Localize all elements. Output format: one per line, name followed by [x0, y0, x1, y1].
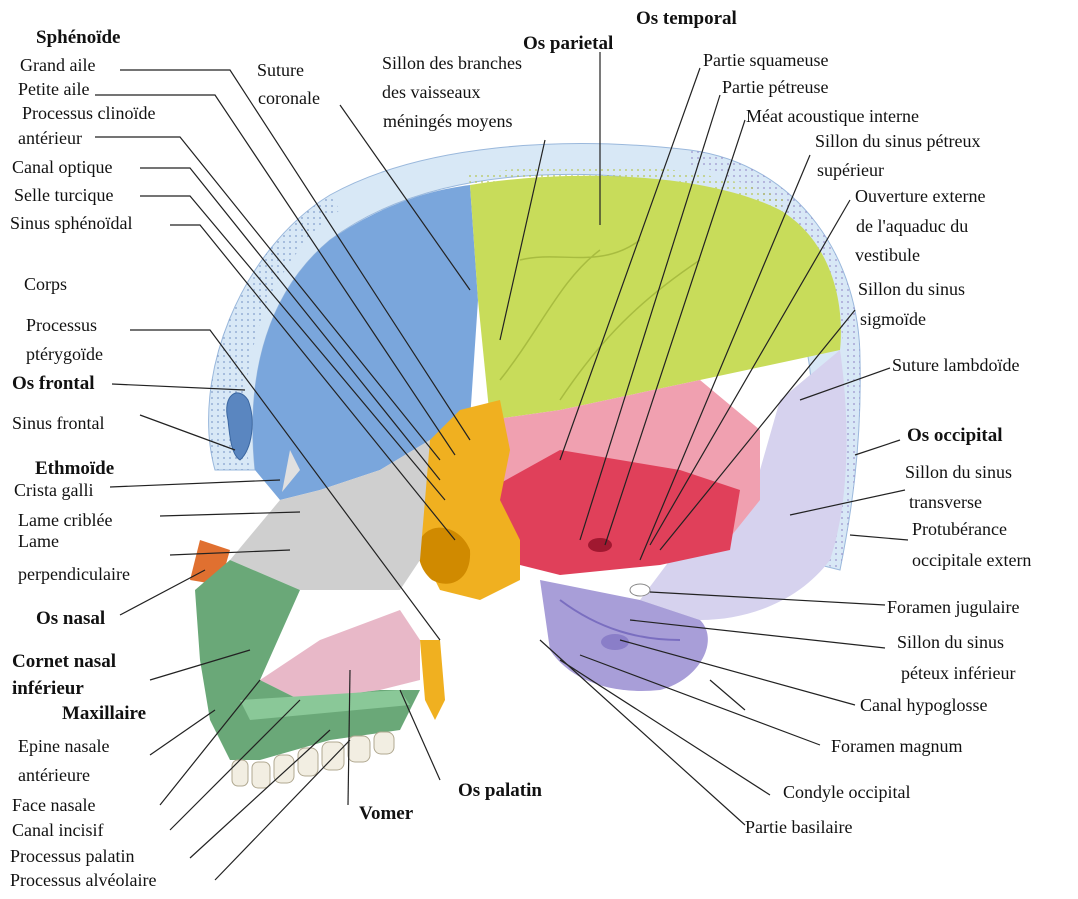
- label-epine-1: Epine nasale: [18, 736, 109, 757]
- label-grand-aile: Grand aile: [20, 55, 95, 76]
- label-sillon-petreux-sup-1: Sillon du sinus pétreux: [815, 131, 981, 152]
- label-sillon-petreux-inf-2: péteux inférieur: [901, 663, 1015, 684]
- label-sinus-sphenoidal: Sinus sphénoïdal: [10, 213, 133, 234]
- label-ethmoide: Ethmoïde: [35, 458, 114, 479]
- label-partie-petreuse: Partie pétreuse: [722, 77, 828, 98]
- label-os-nasal: Os nasal: [36, 608, 105, 629]
- label-sphenoide: Sphénoïde: [36, 27, 120, 48]
- sphenoid-pterygoid: [420, 640, 445, 720]
- label-sinus-frontal: Sinus frontal: [12, 413, 105, 434]
- label-lame-perp-1: Lame: [18, 531, 59, 552]
- label-epine-2: antérieure: [18, 765, 90, 786]
- label-sillon-transverse-2: transverse: [909, 492, 982, 513]
- label-meat-acoustique: Méat acoustique interne: [746, 106, 919, 127]
- label-ouverture-2: de l'aquaduc du: [856, 216, 968, 237]
- label-processus-alveolaire: Processus alvéolaire: [10, 870, 156, 891]
- label-protuberance-1: Protubérance: [912, 519, 1007, 540]
- label-processus-palatin: Processus palatin: [10, 846, 134, 867]
- label-processus-pterygoide-2: ptérygoïde: [26, 344, 103, 365]
- label-selle-turcique: Selle turcique: [14, 185, 113, 206]
- label-processus-pterygoide-1: Processus: [26, 315, 97, 336]
- label-suture-coronale-1: Suture: [257, 60, 304, 81]
- label-sillon-transverse-1: Sillon du sinus: [905, 462, 1012, 483]
- label-petite-aile: Petite aile: [18, 79, 89, 100]
- label-protuberance-2: occipitale extern: [912, 550, 1031, 571]
- label-canal-hypoglosse: Canal hypoglosse: [860, 695, 988, 716]
- label-canal-incisif: Canal incisif: [12, 820, 103, 841]
- label-ouverture-3: vestibule: [855, 245, 920, 266]
- label-partie-squameuse: Partie squameuse: [703, 50, 828, 71]
- label-os-temporal: Os temporal: [636, 8, 737, 29]
- label-lame-perp-2: perpendiculaire: [18, 564, 130, 585]
- label-sillon-sigmoide-2: sigmoïde: [860, 309, 926, 330]
- label-suture-coronale-2: coronale: [258, 88, 320, 109]
- label-cornet-2: inférieur: [12, 678, 84, 699]
- label-os-frontal: Os frontal: [12, 373, 95, 394]
- label-sillon-branches-2: des vaisseaux: [382, 82, 480, 103]
- label-suture-lambdoide: Suture lambdoïde: [892, 355, 1019, 376]
- label-sillon-petreux-sup-2: supérieur: [817, 160, 884, 181]
- label-face-nasale: Face nasale: [12, 795, 95, 816]
- label-lame-criblee: Lame criblée: [18, 510, 112, 531]
- label-sillon-branches-1: Sillon des branches: [382, 53, 522, 74]
- label-sillon-sigmoide-1: Sillon du sinus: [858, 279, 965, 300]
- label-partie-basilaire: Partie basilaire: [745, 817, 852, 838]
- label-condyle: Condyle occipital: [783, 782, 910, 803]
- label-os-parietal: Os parietal: [523, 33, 613, 54]
- label-ouverture-1: Ouverture externe: [855, 186, 985, 207]
- label-crista-galli: Crista galli: [14, 480, 94, 501]
- label-corps: Corps: [24, 274, 67, 295]
- label-os-palatin: Os palatin: [458, 780, 542, 801]
- label-foramen-magnum: Foramen magnum: [831, 736, 962, 757]
- label-os-occipital: Os occipital: [907, 425, 1003, 446]
- label-canal-optique: Canal optique: [12, 157, 112, 178]
- label-processus-clinoide-1: Processus clinoïde: [22, 103, 155, 124]
- label-processus-clinoide-2: antérieur: [18, 128, 82, 149]
- label-sillon-petreux-inf-1: Sillon du sinus: [897, 632, 1004, 653]
- label-cornet-1: Cornet nasal: [12, 651, 116, 672]
- label-maxillaire: Maxillaire: [62, 703, 146, 724]
- label-sillon-branches-3: méningés moyens: [383, 111, 512, 132]
- label-vomer: Vomer: [359, 803, 413, 824]
- label-foramen-jugulaire: Foramen jugulaire: [887, 597, 1019, 618]
